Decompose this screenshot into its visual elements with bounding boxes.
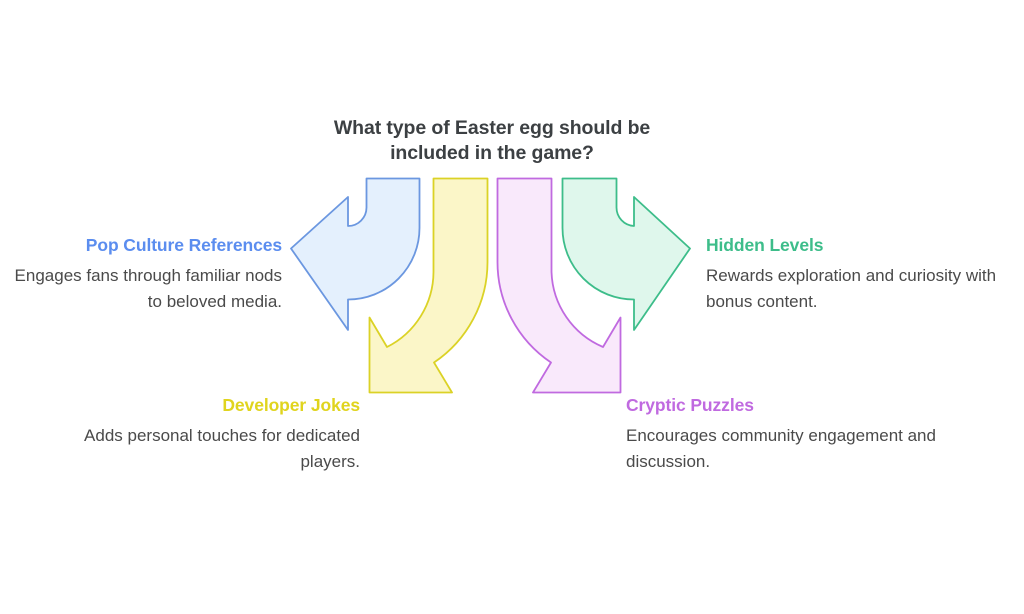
question-line-2: included in the game? xyxy=(390,142,594,164)
arrow-pop-culture-references xyxy=(290,177,421,331)
branch-title-developer-jokes: Developer Jokes xyxy=(222,395,360,415)
arrow-cryptic-puzzles xyxy=(496,177,622,394)
branch-developer-jokes: Developer Jokes Adds personal touches fo… xyxy=(60,394,360,475)
branch-title-hidden-levels: Hidden Levels xyxy=(706,235,824,255)
branch-title-pop-culture-references: Pop Culture References xyxy=(85,235,282,255)
branch-cryptic-puzzles: Cryptic Puzzles Encourages community eng… xyxy=(626,394,936,475)
branch-description-hidden-levels: Rewards exploration and curiosity with b… xyxy=(706,266,997,311)
branch-description-cryptic-puzzles: Encourages community engagement and disc… xyxy=(626,426,936,471)
branch-description-pop-culture-references: Engages fans through familiar nods to be… xyxy=(14,266,282,311)
branch-pop-culture-references: Pop Culture References Engages fans thro… xyxy=(0,234,283,315)
arrow-hidden-levels xyxy=(561,177,691,331)
arrow-developer-jokes xyxy=(368,177,489,394)
diagram-question: What type of Easter egg should be includ… xyxy=(282,116,702,166)
branch-title-cryptic-puzzles: Cryptic Puzzles xyxy=(626,395,754,415)
branch-hidden-levels: Hidden Levels Rewards exploration and cu… xyxy=(706,234,1006,315)
question-line-1: What type of Easter egg should be xyxy=(333,117,651,139)
branch-description-developer-jokes: Adds personal touches for dedicated play… xyxy=(84,426,360,471)
